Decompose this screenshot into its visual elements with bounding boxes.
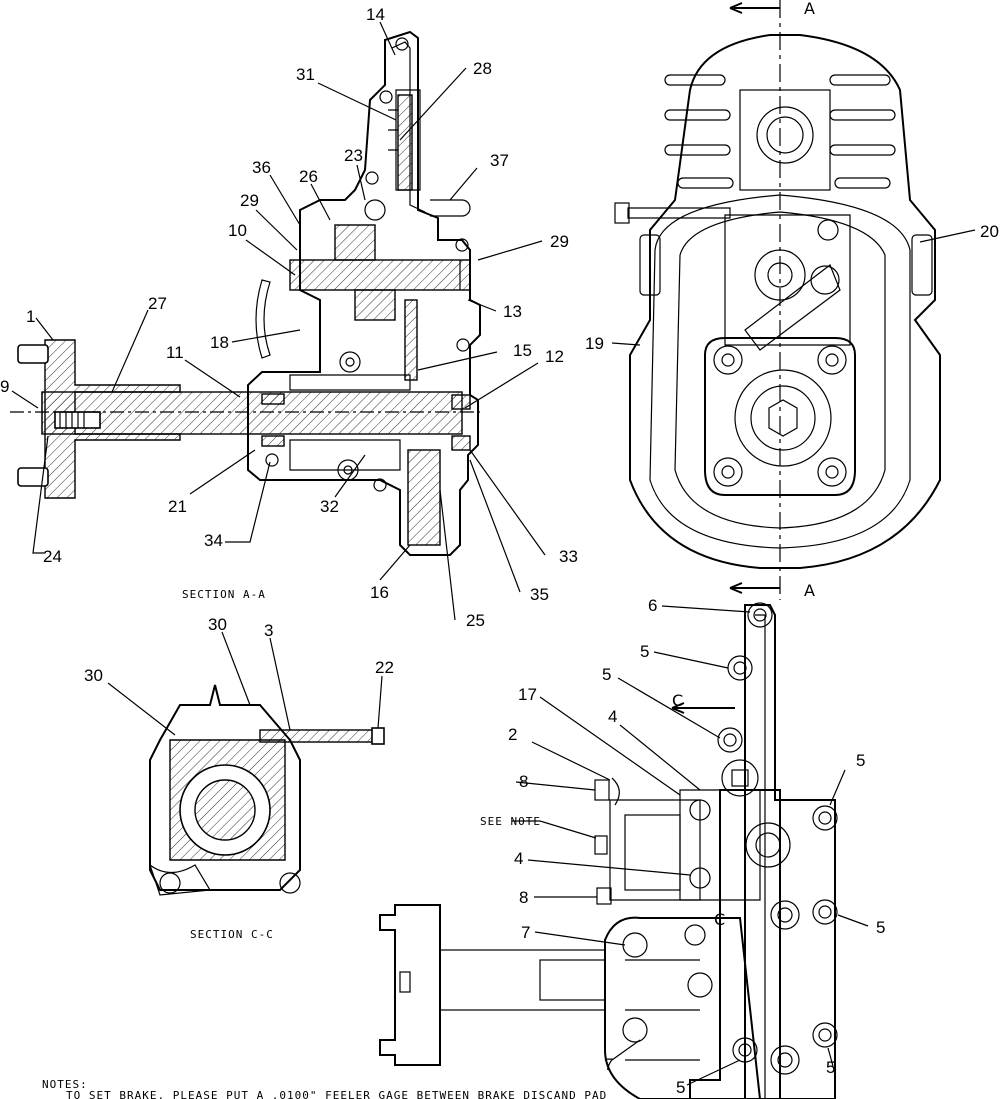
callout-11: 11 xyxy=(166,343,184,362)
callout-9: 9 xyxy=(0,377,9,396)
callout-13: 13 xyxy=(503,302,522,321)
callout-5-d: 5 xyxy=(876,918,885,937)
callout-12: 12 xyxy=(545,347,564,366)
callout-29-right: 29 xyxy=(550,232,569,251)
callout-4-a: 4 xyxy=(608,707,617,726)
notes-line-1: TO SET BRAKE, PLEASE PUT A .0100" FEELER… xyxy=(66,1089,607,1099)
section-marker-c-upper: C xyxy=(672,691,683,710)
callout-8-a: 8 xyxy=(519,772,528,791)
callout-labels: 14 31 28 23 37 36 26 29 29 10 27 1 13 18… xyxy=(0,5,999,1097)
see-note-label: SEE NOTE xyxy=(480,815,541,828)
callout-1: 1 xyxy=(26,307,35,326)
callout-30-a: 30 xyxy=(208,615,227,634)
callout-7-b: 7 xyxy=(604,1055,613,1074)
callout-6: 6 xyxy=(648,596,657,615)
callout-37: 37 xyxy=(490,151,509,170)
section-c-c-view xyxy=(148,684,385,896)
callout-5-c: 5 xyxy=(856,751,865,770)
callout-8-b: 8 xyxy=(519,888,528,907)
callout-36: 36 xyxy=(252,158,271,177)
callout-16: 16 xyxy=(370,583,389,602)
callout-15: 15 xyxy=(513,341,532,360)
section-c-c-label: SECTION C-C xyxy=(190,928,274,941)
callout-5-e: 5 xyxy=(826,1058,835,1077)
callout-18: 18 xyxy=(210,333,229,352)
callout-27: 27 xyxy=(148,294,167,313)
callout-5-a: 5 xyxy=(640,642,649,661)
section-marker-a-bottom: A xyxy=(804,581,815,600)
section-view-top-right xyxy=(614,0,941,600)
callout-7-a: 7 xyxy=(521,923,530,942)
callout-29-upper: 29 xyxy=(240,191,259,210)
section-marker-c-lower: C xyxy=(714,910,725,929)
callout-33: 33 xyxy=(559,547,578,566)
section-a-a-label: SECTION A-A xyxy=(182,588,266,601)
callout-34: 34 xyxy=(204,531,223,550)
callout-19: 19 xyxy=(585,334,604,353)
callout-21: 21 xyxy=(168,497,187,516)
callout-30-b: 30 xyxy=(84,666,103,685)
leader-lines xyxy=(11,21,976,1086)
callout-5-f: 5 xyxy=(676,1078,685,1097)
callout-14: 14 xyxy=(366,5,385,24)
side-view-bottom-right xyxy=(379,602,838,1099)
notes-heading: NOTES: xyxy=(42,1078,88,1091)
callout-17: 17 xyxy=(518,685,537,704)
callout-4-b: 4 xyxy=(514,849,523,868)
callout-26: 26 xyxy=(299,167,318,186)
section-marker-a-top: A xyxy=(804,0,815,18)
callout-32: 32 xyxy=(320,497,339,516)
callout-31: 31 xyxy=(296,65,315,84)
section-a-a-view xyxy=(10,30,481,556)
callout-23: 23 xyxy=(344,146,363,165)
callout-28: 28 xyxy=(473,59,492,78)
callout-20: 20 xyxy=(980,222,999,241)
callout-5-b: 5 xyxy=(602,665,611,684)
callout-2: 2 xyxy=(508,725,517,744)
callout-10: 10 xyxy=(228,221,247,240)
callout-24: 24 xyxy=(43,547,62,566)
callout-22: 22 xyxy=(375,658,394,677)
callout-35: 35 xyxy=(530,585,549,604)
callout-3: 3 xyxy=(264,621,273,640)
callout-25: 25 xyxy=(466,611,485,630)
